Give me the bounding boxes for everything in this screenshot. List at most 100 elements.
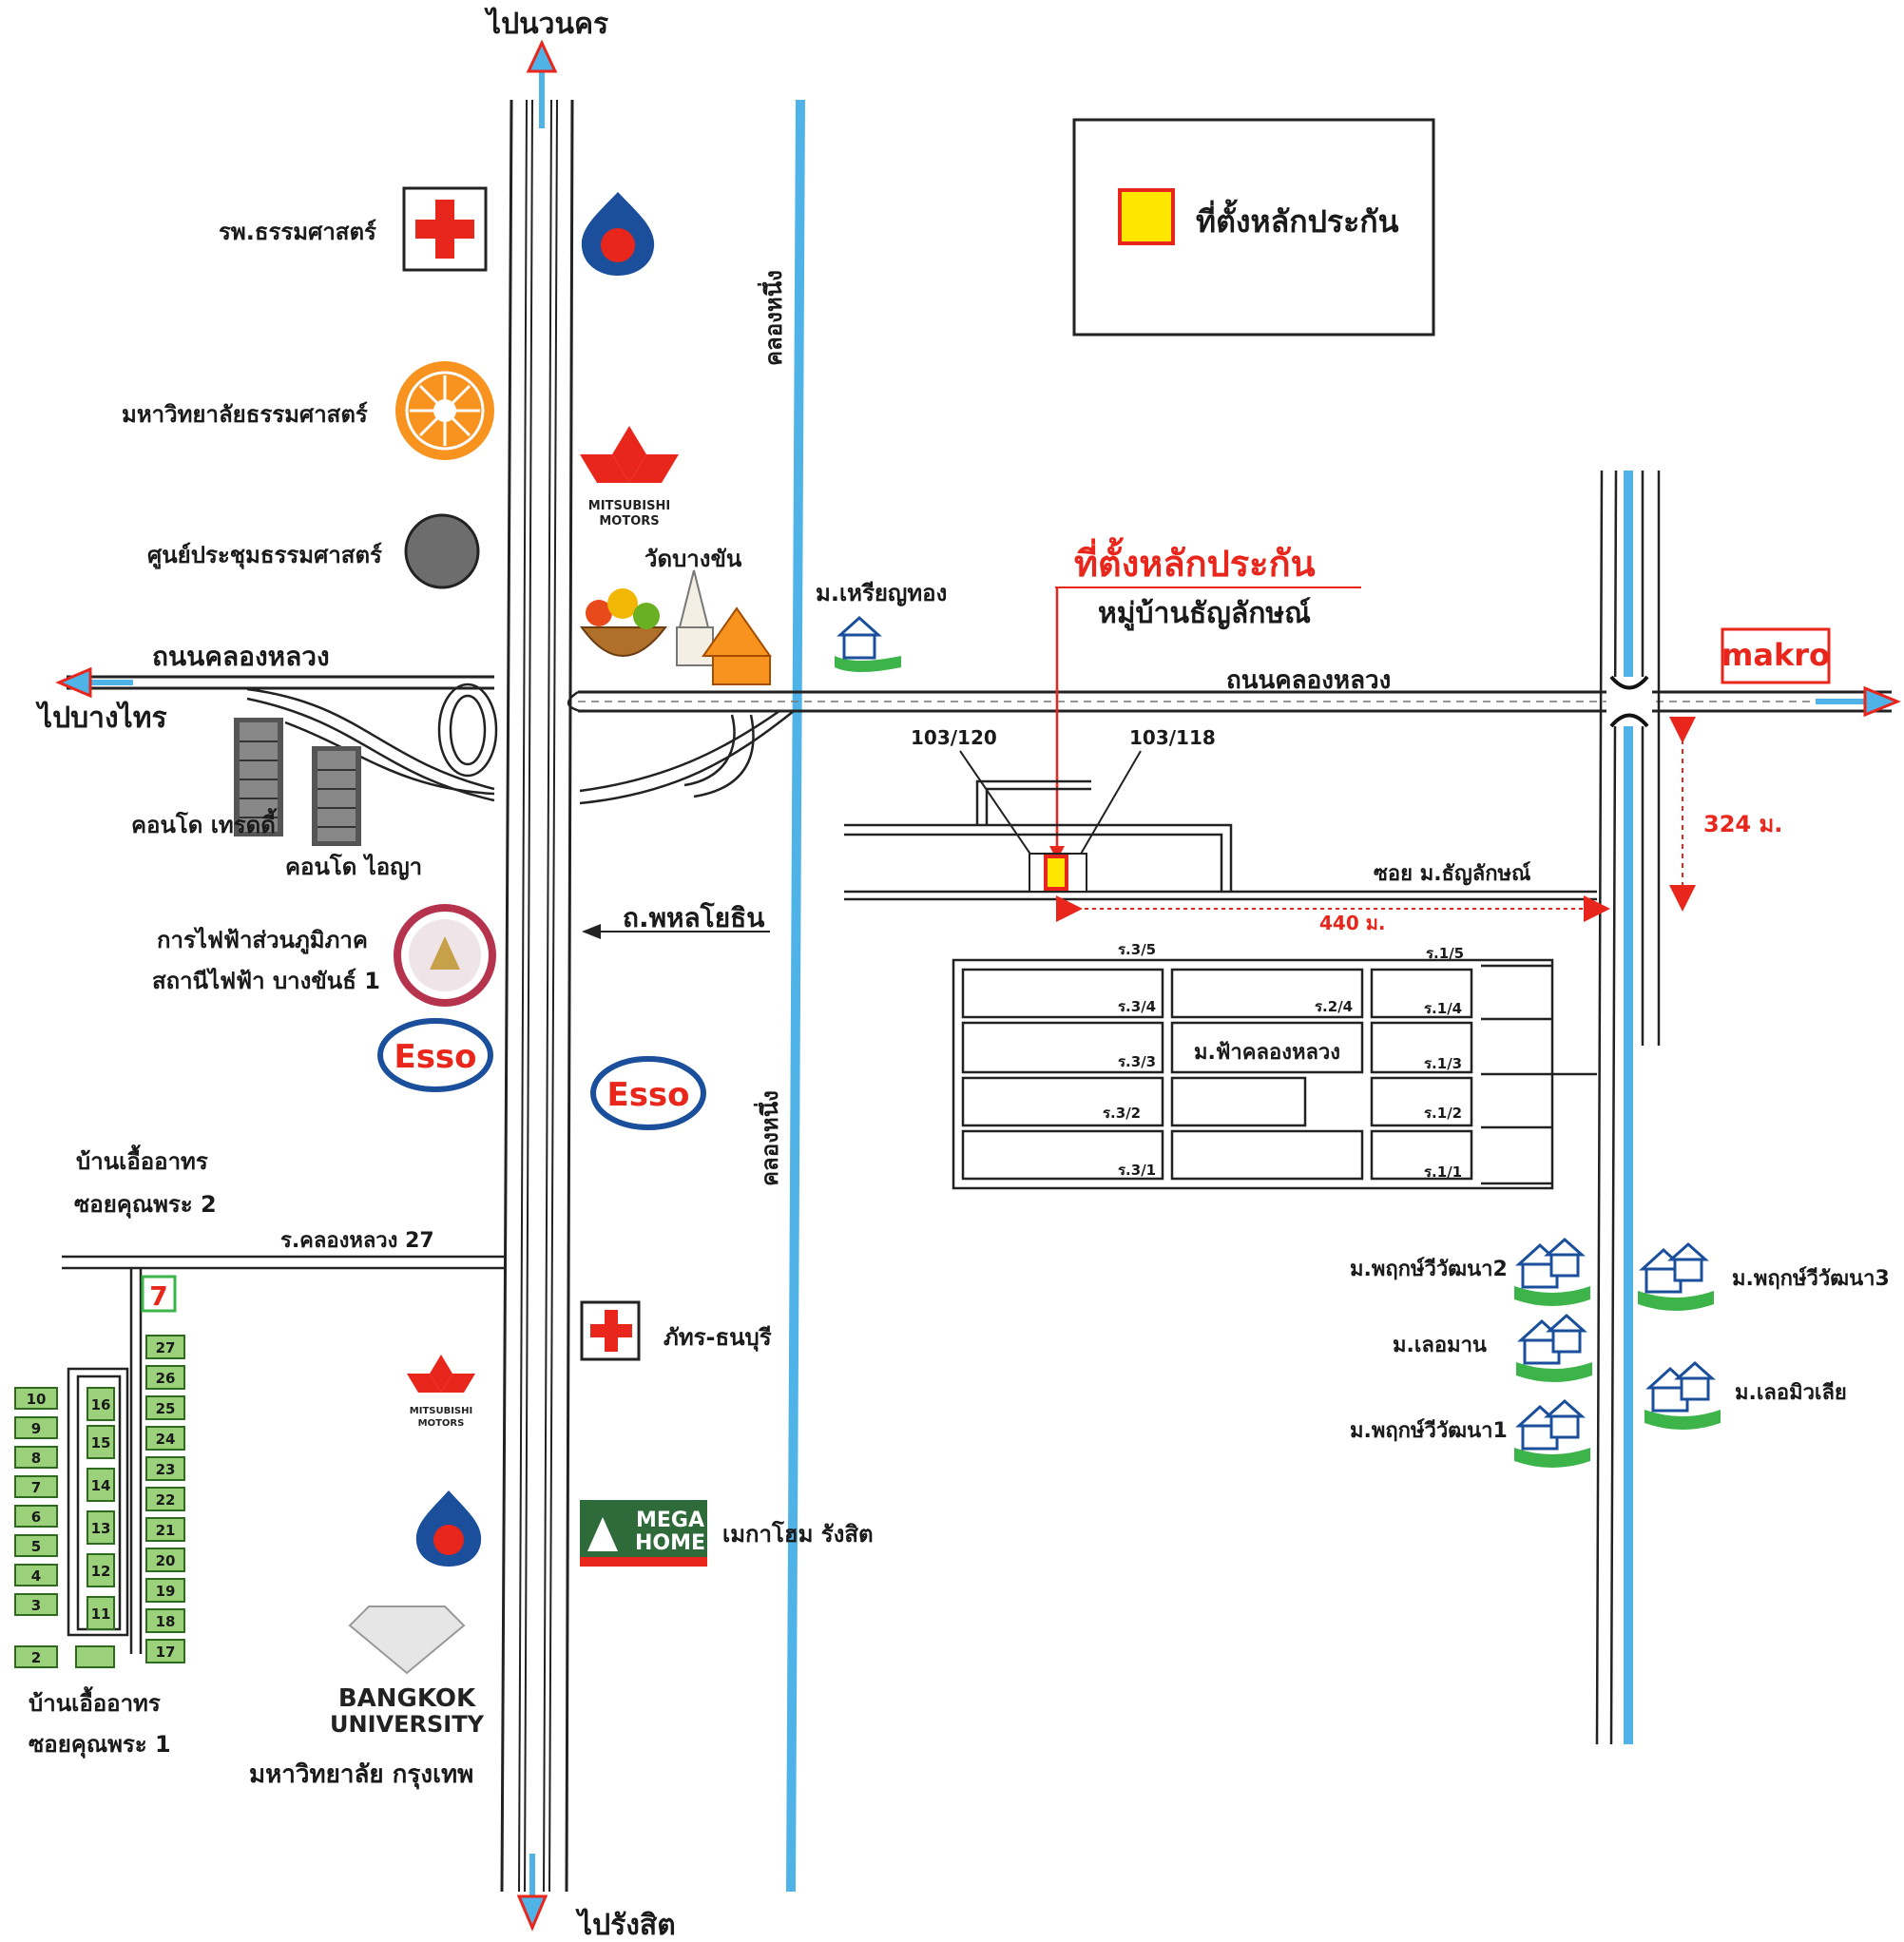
south-arrow bbox=[516, 1854, 548, 1932]
svg-text:MEGA: MEGA bbox=[636, 1509, 704, 1532]
collateral-marker bbox=[1044, 855, 1068, 891]
esso-logo-west: Esso bbox=[377, 1018, 493, 1092]
label-charoen-thong: ม.เหรียญทอง bbox=[816, 580, 947, 606]
house-icon bbox=[1516, 1313, 1592, 1382]
svg-text:MOTORS: MOTORS bbox=[599, 514, 659, 529]
label-phruksa-1: ม.พฤกษ์วีวัฒนา1 bbox=[1350, 1418, 1508, 1443]
svg-text:15: 15 bbox=[91, 1434, 111, 1452]
house-icon bbox=[1638, 1241, 1714, 1311]
svg-text:UNIVERSITY: UNIVERSITY bbox=[330, 1711, 485, 1738]
label-to-bang-sai: ไปบางไทร bbox=[35, 701, 167, 735]
soi-1-5: ร.1/5 bbox=[1426, 945, 1464, 962]
label-hospital-thammasat: รพ.ธรรมศาสตร์ bbox=[219, 219, 376, 245]
seven-eleven-logo: 7 bbox=[141, 1275, 177, 1313]
housing-block: 14 bbox=[87, 1468, 115, 1502]
label-thammasat-university: มหาวิทยาลัยธรรมศาสตร์ bbox=[122, 401, 368, 428]
label-canal-upper: คลองหนึ่ง bbox=[757, 270, 787, 366]
housing-block bbox=[75, 1645, 115, 1668]
fa-khlong-luang-grid bbox=[952, 958, 1597, 1190]
label-wat-bang-khan: วัดบางขัน bbox=[644, 546, 742, 572]
collateral-subtitle: หมู่บ้านธัญลักษณ์ bbox=[1098, 597, 1311, 631]
housing-block: 7 bbox=[14, 1475, 58, 1498]
housing-block: 6 bbox=[14, 1505, 58, 1528]
housing-block: 8 bbox=[14, 1446, 58, 1469]
megahome-logo: MEGA HOME bbox=[580, 1500, 707, 1567]
svg-text:MITSUBISHI: MITSUBISHI bbox=[410, 1406, 472, 1416]
housing-block: 25 bbox=[145, 1395, 185, 1420]
svg-text:MOTORS: MOTORS bbox=[418, 1418, 465, 1429]
soi-1-1: ร.1/1 bbox=[1424, 1163, 1462, 1181]
convention-center-icon bbox=[404, 513, 480, 589]
svg-text:HOME: HOME bbox=[635, 1531, 705, 1555]
svg-text:27: 27 bbox=[156, 1339, 176, 1356]
label-ler-man: ม.เลอมาน bbox=[1393, 1334, 1487, 1357]
label-megahome: เมกาโฮม รังสิต bbox=[722, 1520, 874, 1548]
svg-text:9: 9 bbox=[31, 1420, 41, 1437]
condo-aiya-icon bbox=[312, 746, 361, 846]
svg-text:7: 7 bbox=[149, 1280, 167, 1312]
svg-text:3: 3 bbox=[31, 1597, 41, 1614]
svg-text:19: 19 bbox=[156, 1583, 176, 1600]
village-house-icons bbox=[1514, 1237, 1721, 1468]
housing-block: 22 bbox=[145, 1487, 185, 1511]
junction-symbol bbox=[1606, 675, 1652, 728]
soi-3-1: ร.3/1 bbox=[1118, 1162, 1156, 1179]
esso-logo-east: Esso bbox=[590, 1056, 706, 1130]
house-icon bbox=[1514, 1398, 1590, 1468]
housing-block: 20 bbox=[145, 1548, 185, 1572]
legend-box: ที่ตั้งหลักประกัน bbox=[1072, 118, 1435, 336]
label-condo-trendy: คอนโด เทรดดี้ bbox=[131, 807, 278, 838]
label-fa-khlong-luang: ม.ฟ้าคลองหลวง bbox=[1194, 1041, 1340, 1065]
housing-block: 12 bbox=[87, 1553, 115, 1587]
label-bangkok-university: มหาวิทยาลัย กรุงเทพ bbox=[249, 1760, 473, 1790]
house-icon-charoen-thong bbox=[835, 615, 901, 672]
svg-text:11: 11 bbox=[91, 1606, 111, 1623]
bangkok-university-logo: BANGKOK UNIVERSITY bbox=[330, 1606, 485, 1738]
label-to-navanakorn: ไปนวนคร bbox=[484, 7, 608, 41]
label-pea-line1: การไฟฟ้าส่วนภูมิภาค bbox=[157, 926, 368, 954]
collateral-plot bbox=[1029, 853, 1087, 893]
housing-block: 19 bbox=[145, 1578, 185, 1603]
plot-103-118: 103/118 bbox=[1129, 726, 1216, 749]
label-ler-mio-lia: ม.เลอมิวเลีย bbox=[1735, 1381, 1847, 1405]
label-phruksa-3: ม.พฤกษ์วีวัฒนา3 bbox=[1732, 1266, 1890, 1291]
thammasat-university-icon bbox=[395, 361, 494, 460]
housing-block: 10 bbox=[14, 1387, 58, 1410]
east-arrow bbox=[1816, 685, 1901, 718]
svg-text:14: 14 bbox=[91, 1477, 111, 1494]
housing-block: 9 bbox=[14, 1416, 58, 1439]
svg-text:20: 20 bbox=[156, 1552, 176, 1569]
svg-text:21: 21 bbox=[156, 1522, 176, 1539]
housing-blocks-left: 10 9 8 7 6 5 4 3 2 bbox=[14, 1387, 115, 1668]
label-pea-line2: สถานีไฟฟ้า บางขันธ์ 1 bbox=[152, 967, 380, 994]
label-to-rangsit: ไปรังสิต bbox=[575, 1908, 676, 1942]
svg-text:16: 16 bbox=[91, 1396, 111, 1413]
svg-text:2: 2 bbox=[31, 1649, 41, 1666]
svg-text:8: 8 bbox=[31, 1450, 41, 1467]
ptt-logo-bottom bbox=[415, 1490, 482, 1567]
svg-text:12: 12 bbox=[91, 1563, 111, 1580]
housing-block: 16 bbox=[87, 1387, 115, 1421]
label-condo-aiya: คอนโด ไอญา bbox=[285, 853, 422, 880]
svg-text:Esso: Esso bbox=[606, 1076, 689, 1114]
label-ua-arthorn-2-line1: บ้านเอื้ออาทร bbox=[76, 1144, 208, 1175]
label-phat-thonburi: ภัทร-ธนบุรี bbox=[664, 1324, 772, 1353]
condo-trendy-icon bbox=[234, 718, 283, 836]
soi-2-4: ร.2/4 bbox=[1315, 998, 1353, 1015]
label-thammasat-convention: ศูนย์ประชุมธรรมศาสตร์ bbox=[147, 542, 382, 570]
temple-icon bbox=[676, 569, 772, 685]
svg-text:5: 5 bbox=[31, 1538, 41, 1555]
svg-text:4: 4 bbox=[31, 1567, 41, 1585]
label-phahonyothin: ถ.พหลโยธิน bbox=[623, 901, 764, 933]
khlong-luang-road bbox=[67, 675, 1892, 713]
svg-text:23: 23 bbox=[156, 1461, 176, 1478]
soi-27-road bbox=[62, 1255, 504, 1654]
housing-block: 18 bbox=[145, 1608, 185, 1633]
collateral-title: ที่ตั้งหลักประกัน bbox=[1074, 537, 1316, 585]
soi-3-4: ร.3/4 bbox=[1118, 998, 1156, 1015]
housing-block: 3 bbox=[14, 1593, 58, 1616]
label-khlong-luang-west: ถนนคลองหลวง bbox=[152, 641, 330, 672]
